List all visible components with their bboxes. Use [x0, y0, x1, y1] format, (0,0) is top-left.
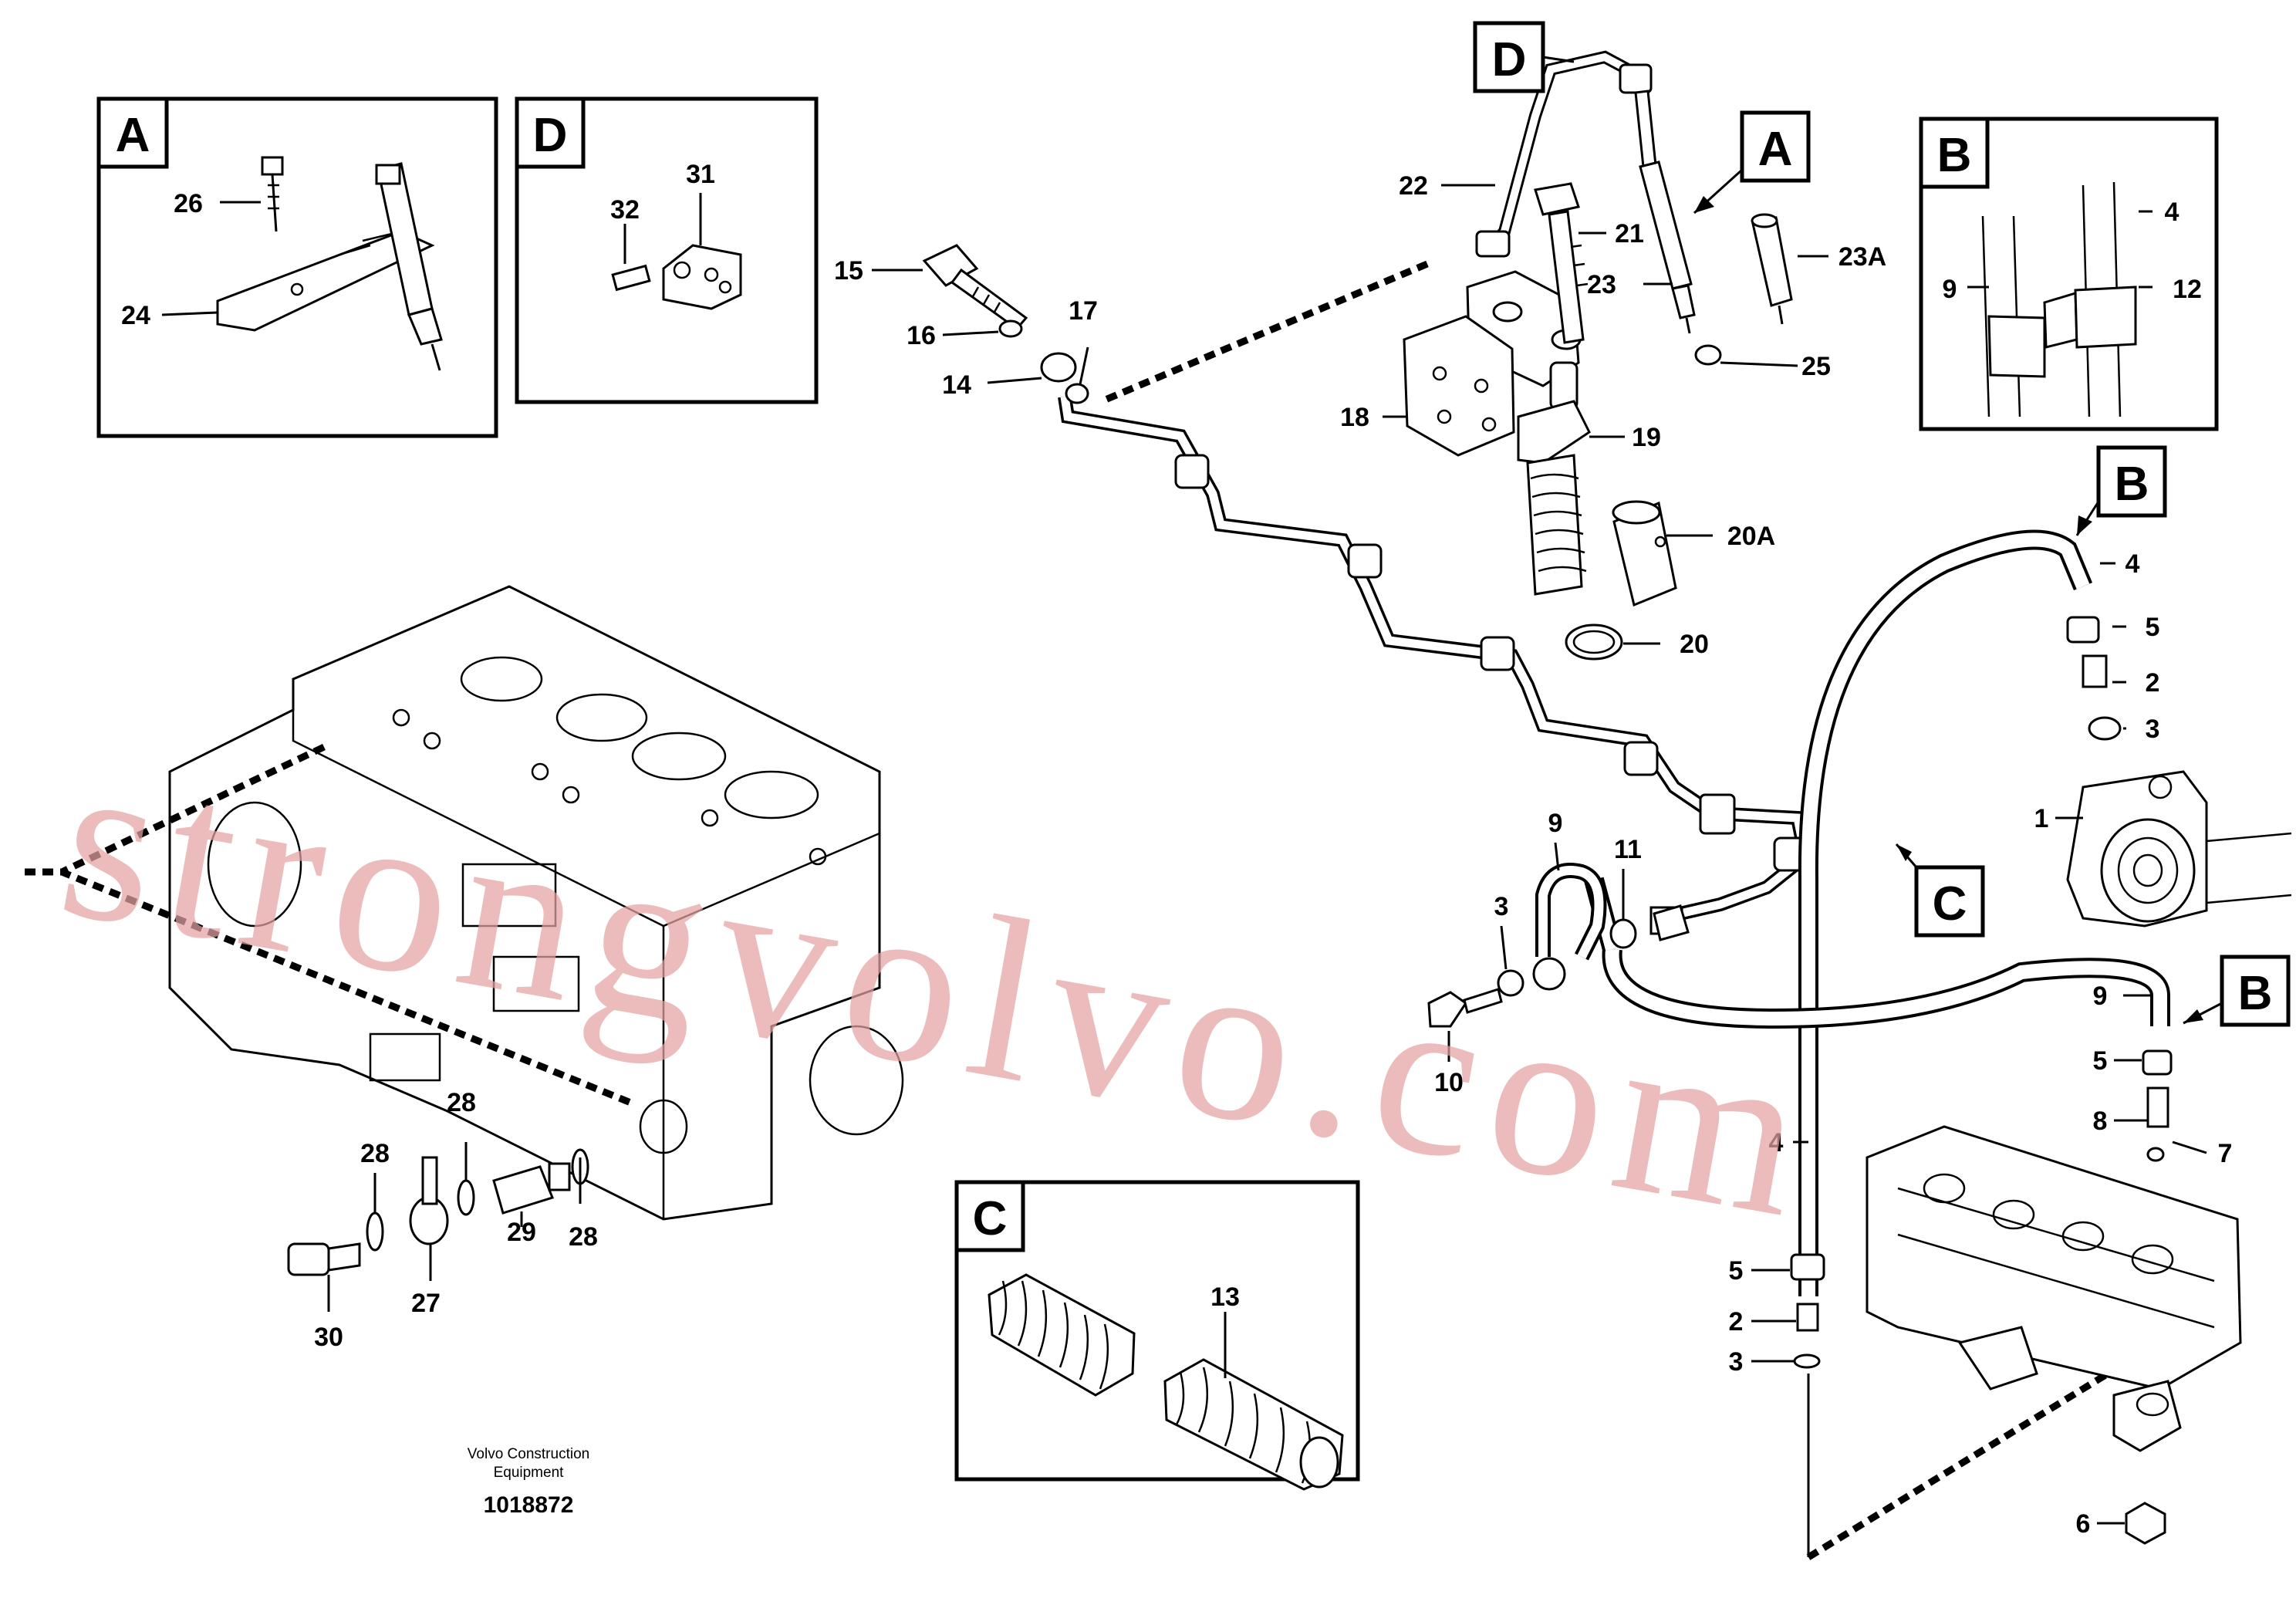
label-8: 8 [2093, 1107, 2108, 1136]
label-5-filter: 5 [2093, 1046, 2108, 1076]
label-22: 22 [1399, 171, 1428, 201]
svg-text:D: D [1492, 33, 1527, 86]
detail-box-a: A 26 24 [96, 96, 498, 438]
label-2-pump: 2 [2146, 668, 2160, 698]
callout-b-lower: B [2183, 955, 2291, 1027]
caption-line2: Equipment [494, 1465, 565, 1481]
return-hoses: 4 4 9 [1584, 529, 2170, 1296]
detail-box-a-label: A [116, 109, 150, 162]
label-4-upper: 4 [2125, 549, 2140, 579]
label-20: 20 [1680, 630, 1709, 659]
injection-pump: 18 19 20 [1340, 270, 1709, 661]
label-17: 17 [1069, 296, 1098, 326]
left-fittings: 28 28 28 29 27 30 [287, 1088, 598, 1352]
label-24: 24 [121, 301, 150, 330]
watermark-text: strongvolvo.com [46, 708, 1834, 1268]
label-2-lower: 2 [1729, 1307, 1744, 1336]
feed-pump: 5 2 3 1 [2034, 613, 2292, 928]
detail-box-b-label: B [1937, 129, 1972, 182]
label-19: 19 [1632, 423, 1661, 452]
label-27: 27 [411, 1289, 441, 1318]
label-29: 29 [507, 1218, 536, 1247]
label-13: 13 [1210, 1282, 1240, 1312]
label-30: 30 [314, 1323, 343, 1352]
label-5-lower: 5 [1729, 1256, 1744, 1286]
label-7: 7 [2218, 1139, 2233, 1168]
label-28-right: 28 [569, 1222, 598, 1252]
label-11: 11 [1614, 835, 1642, 864]
svg-text:A: A [1758, 123, 1793, 176]
caption-line1: Volvo Construction [468, 1446, 589, 1462]
label-4-detail: 4 [2165, 198, 2180, 227]
detail-box-d: D 32 31 [515, 96, 819, 404]
callout-c-mid: C [1895, 843, 1985, 938]
fuel-pipe [1058, 395, 1813, 935]
detail-box-d-label: D [533, 109, 568, 162]
label-12: 12 [2173, 275, 2202, 304]
label-3-pump: 3 [2146, 715, 2160, 744]
banjo-fitting: 9 3 11 10 [1427, 809, 1690, 1097]
label-26: 26 [174, 189, 203, 218]
label-14: 14 [942, 370, 971, 400]
callout-b-right: B [2075, 445, 2167, 536]
detail-box-c-label: C [973, 1192, 1008, 1245]
label-23A: 23A [1838, 242, 1886, 272]
label-32: 32 [610, 195, 640, 225]
label-9-right: 9 [2093, 982, 2108, 1011]
label-1: 1 [2034, 804, 2049, 833]
detail-box-b: B 4 12 9 [1919, 117, 2219, 431]
callout-d-top: D [1473, 21, 1575, 93]
part-number: 1018872 [484, 1492, 574, 1518]
label-18: 18 [1340, 403, 1369, 432]
label-28-left: 28 [360, 1139, 390, 1168]
svg-text:B: B [2238, 967, 2273, 1020]
label-31: 31 [686, 160, 715, 189]
tappet-20a: 20A [1612, 500, 1775, 607]
label-5-pump: 5 [2146, 613, 2160, 642]
label-9-detail: 9 [1943, 275, 1957, 304]
label-16: 16 [907, 321, 936, 350]
engine-block [168, 585, 904, 1221]
label-10: 10 [1434, 1068, 1464, 1097]
watermark: strongvolvo.com [46, 708, 1834, 1268]
label-21: 21 [1615, 219, 1644, 248]
svg-text:B: B [2115, 458, 2149, 511]
label-9-banjo: 9 [1548, 809, 1563, 838]
callout-a-top: A [1693, 110, 1811, 215]
label-4-lower: 4 [1769, 1128, 1784, 1157]
label-3-lower: 3 [1729, 1347, 1744, 1377]
detail-box-c: C 13 [954, 1180, 1360, 1491]
svg-text:C: C [1933, 877, 1967, 931]
label-15: 15 [834, 256, 863, 286]
bolt-15: 15 16 17 14 [834, 244, 1098, 404]
caption: Volvo Construction Equipment 1018872 [468, 1446, 589, 1518]
label-28-mid: 28 [447, 1088, 476, 1117]
label-25: 25 [1801, 352, 1831, 381]
label-6: 6 [2076, 1509, 2091, 1539]
label-3-banjo: 3 [1494, 892, 1509, 921]
filter-housing: 5 8 7 5 2 3 6 [1729, 1046, 2242, 1545]
label-20A: 20A [1727, 522, 1775, 551]
label-23: 23 [1587, 270, 1616, 299]
assembly-lines [25, 260, 2125, 1560]
